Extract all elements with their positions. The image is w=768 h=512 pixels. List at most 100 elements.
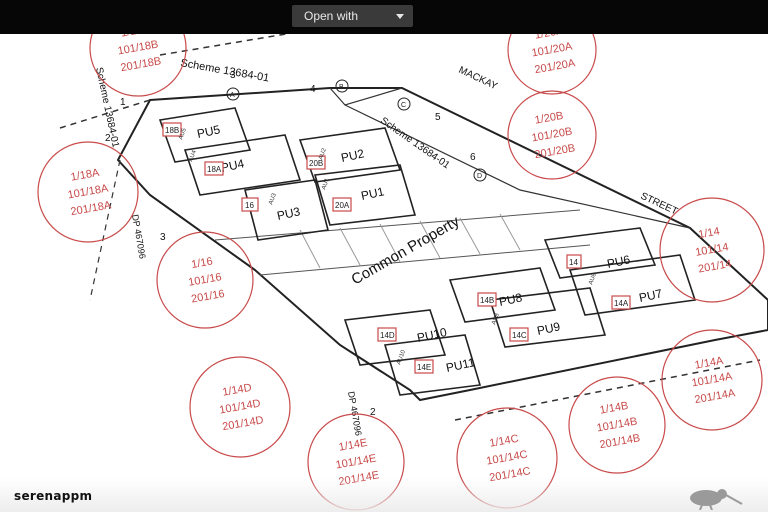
au-code: AU4 xyxy=(188,149,198,163)
chevron-down-icon xyxy=(396,14,404,19)
svg-text:101/14A: 101/14A xyxy=(691,370,734,389)
svg-text:1/16: 1/16 xyxy=(190,255,213,271)
lot-number: 3 xyxy=(160,232,166,243)
svg-text:1/14D: 1/14D xyxy=(222,382,253,399)
svg-text:101/16: 101/16 xyxy=(187,271,222,289)
unit-stamp: 1/14D 101/14D 201/14D xyxy=(189,356,291,458)
au-code: AU6 xyxy=(588,272,598,286)
unit-stamp: 1/18A 101/18A 201/18A xyxy=(37,141,139,243)
unit-label: PU11 xyxy=(445,355,477,375)
unit-label: PU8 xyxy=(498,290,524,309)
unit-stamp: 1/20B 101/20B 201/20B xyxy=(507,90,597,180)
unit-stamp: 1/14 101/14 201/14 xyxy=(659,197,765,303)
svg-text:201/14B: 201/14B xyxy=(599,432,641,451)
dashed-boundary xyxy=(89,159,121,301)
unit-label: PU3 xyxy=(276,204,302,223)
svg-text:201/14: 201/14 xyxy=(697,258,732,276)
svg-text:1/14: 1/14 xyxy=(697,225,720,241)
svg-text:201/20B: 201/20B xyxy=(534,142,576,161)
unit-tag: 14E xyxy=(417,363,431,372)
unit-tag: 14A xyxy=(614,299,629,308)
watermark-text: serenappm xyxy=(14,489,93,503)
lot-number: 6 xyxy=(470,152,476,163)
lot-number: 2 xyxy=(105,133,111,144)
svg-text:1/14C: 1/14C xyxy=(489,433,520,450)
unit-tag: 20B xyxy=(309,159,323,168)
parking-lines xyxy=(299,213,521,269)
unit-stamp: 1/14B 101/14B 201/14B xyxy=(568,376,666,474)
unit-tag: 14 xyxy=(569,258,578,267)
scheme-label: Scheme 13684-01 xyxy=(179,57,270,84)
unit-label: PU5 xyxy=(196,122,222,141)
unit-blocks xyxy=(158,107,697,396)
marker-label: A xyxy=(230,92,235,99)
kiwi-bird-icon xyxy=(690,489,743,510)
unit-tag: 16 xyxy=(245,201,254,210)
divider-line xyxy=(344,104,691,229)
svg-text:101/14E: 101/14E xyxy=(335,453,377,472)
lot-number: 1 xyxy=(120,97,126,108)
unit-label: PU4 xyxy=(220,156,246,175)
svg-text:201/18A: 201/18A xyxy=(70,199,113,218)
svg-text:1/18A: 1/18A xyxy=(70,167,101,184)
scheme-label: Scheme 13684-01 xyxy=(378,115,452,171)
svg-text:101/14: 101/14 xyxy=(694,241,729,259)
svg-text:201/18B: 201/18B xyxy=(120,55,162,74)
unit-tag: 20A xyxy=(335,201,350,210)
dashed-boundary xyxy=(159,29,311,56)
svg-text:1/20B: 1/20B xyxy=(534,110,564,127)
svg-text:101/14B: 101/14B xyxy=(596,416,638,435)
marker-label: B xyxy=(339,84,344,91)
unit-tag: 14B xyxy=(480,296,494,305)
svg-text:101/20B: 101/20B xyxy=(531,126,573,145)
au-code: AU2 xyxy=(318,147,328,161)
unit-tag: 18A xyxy=(207,165,222,174)
au-code: AU3 xyxy=(268,192,278,206)
marker-label: D xyxy=(477,173,482,180)
svg-text:201/14A: 201/14A xyxy=(694,387,737,406)
lot-boundary xyxy=(116,87,768,402)
unit-tag: 14C xyxy=(512,331,527,340)
au-code: AU8 xyxy=(491,312,501,326)
unit-stamp: 1/14A 101/14A 201/14A xyxy=(661,329,763,431)
svg-text:1/14B: 1/14B xyxy=(599,400,629,417)
au-code: AU5 xyxy=(178,127,188,141)
viewer-toolbar: Open with xyxy=(0,0,768,34)
open-with-label: Open with xyxy=(304,9,359,23)
unit-label: PU7 xyxy=(638,286,664,305)
driveway-line xyxy=(259,244,591,276)
unit-stamp: 1/16 101/16 201/16 xyxy=(156,231,254,329)
unit-tags xyxy=(162,122,631,374)
unit-label: PU2 xyxy=(340,146,366,165)
au-code: AU10 xyxy=(396,349,407,366)
circle-markers xyxy=(226,79,487,182)
svg-text:101/14D: 101/14D xyxy=(218,397,261,416)
svg-text:101/18A: 101/18A xyxy=(67,182,110,201)
svg-text:201/14D: 201/14D xyxy=(221,414,264,433)
unit-label: PU9 xyxy=(536,319,562,338)
lot-number: 2 xyxy=(370,407,376,418)
street-name: MACKAY xyxy=(457,65,500,93)
unit-label: PU10 xyxy=(416,325,449,345)
lot-number: 3 xyxy=(230,70,236,81)
unit-tag: 14D xyxy=(380,331,395,340)
driveway-line xyxy=(214,209,581,241)
au-code: AU1 xyxy=(321,177,331,191)
unit-tag: 18B xyxy=(165,126,179,135)
svg-text:101/14C: 101/14C xyxy=(485,448,528,467)
svg-text:201/16: 201/16 xyxy=(190,288,225,306)
svg-text:101/20A: 101/20A xyxy=(531,40,574,59)
open-with-button[interactable]: Open with xyxy=(292,5,413,27)
marker-label: C xyxy=(401,102,406,109)
lot-number: 5 xyxy=(435,112,441,123)
svg-text:101/18B: 101/18B xyxy=(117,39,159,58)
unit-label: PU6 xyxy=(606,252,632,271)
dashed-boundary xyxy=(59,99,151,129)
dp-label: DP 467096 xyxy=(130,214,148,260)
dashed-boundary xyxy=(454,359,761,421)
bottom-fade xyxy=(0,478,768,512)
svg-text:201/20A: 201/20A xyxy=(534,57,577,76)
svg-text:1/14A: 1/14A xyxy=(694,355,725,372)
